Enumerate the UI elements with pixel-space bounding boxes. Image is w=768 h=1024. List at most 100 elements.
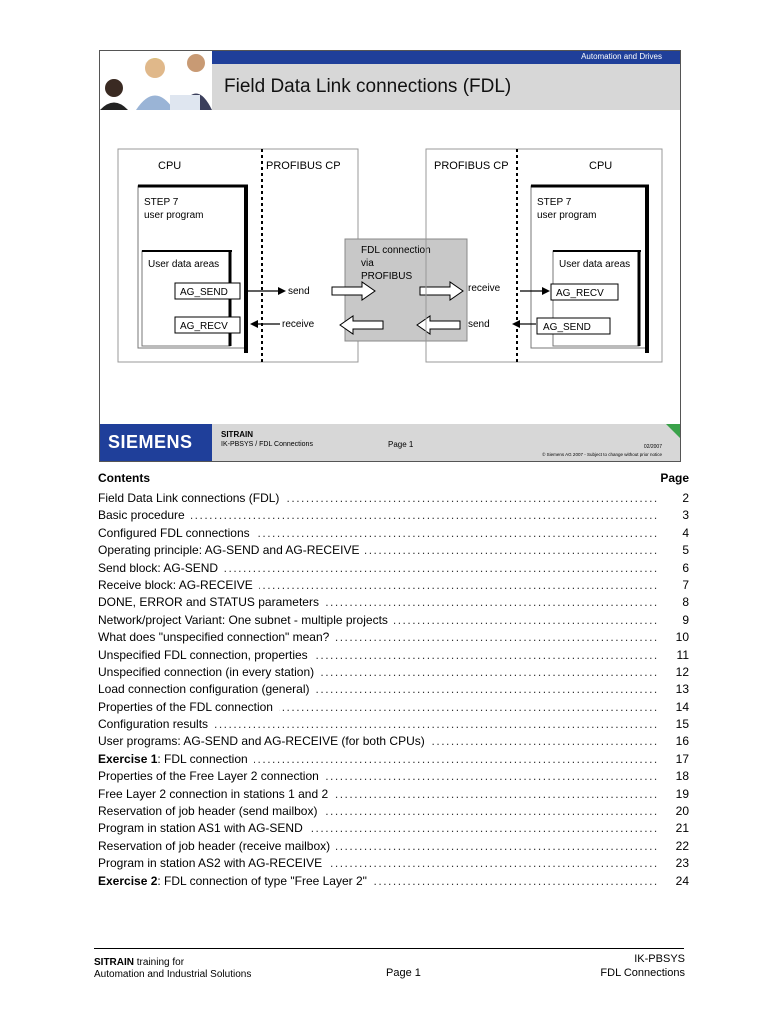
right-step7-line1: STEP 7 xyxy=(537,197,572,208)
toc-entry-page: 7 xyxy=(682,577,689,592)
toc-entry-page: 21 xyxy=(675,821,689,836)
toc-entry-page: 12 xyxy=(675,664,689,679)
toc-leader-dots: ........................................… xyxy=(98,508,659,523)
toc-entry-prefix: Exercise 1 xyxy=(98,751,158,766)
slide-footer-date: 02/2007 xyxy=(643,444,662,450)
toc-entry-page: 8 xyxy=(682,595,689,610)
toc-entry-text: Program in station AS1 with AG-SEND xyxy=(98,821,303,836)
footer-training-line: SITRAIN training for xyxy=(94,957,184,968)
toc-row[interactable]: ........................................… xyxy=(98,751,689,769)
toc-entry-text: : FDL connection xyxy=(157,751,248,766)
toc-entry-text: What does "unspecified connection" mean? xyxy=(98,630,330,645)
toc-row[interactable]: ........................................… xyxy=(98,682,689,699)
hollow-arrow-send-left xyxy=(331,281,376,301)
toc-row[interactable]: ........................................… xyxy=(98,717,689,734)
fdl-diagram: CPU PROFIBUS CP STEP 7 user program User… xyxy=(117,148,663,363)
left-step7-line2: user program xyxy=(144,210,203,221)
contents-heading: Contents xyxy=(98,471,150,485)
toc-row[interactable]: ........................................… xyxy=(98,577,689,595)
toc-entry-page: 9 xyxy=(682,612,689,627)
toc-row[interactable]: ........................................… xyxy=(98,838,689,856)
slide-footer: SIEMENS SITRAIN IK-PBSYS / FDL Connectio… xyxy=(100,424,680,461)
toc-entry-page: 14 xyxy=(675,699,689,714)
toc-row[interactable]: ........................................… xyxy=(98,543,689,560)
right-block-ag-recv xyxy=(550,283,619,301)
toc-entry-page: 17 xyxy=(675,751,689,766)
toc-entry-title: Configuration results xyxy=(98,717,215,732)
top-label: Automation and Drives xyxy=(581,52,662,61)
slide-footer-page: Page 1 xyxy=(388,440,414,449)
fdl-line2: via xyxy=(361,258,374,269)
top-bar: Automation and Drives xyxy=(100,51,680,64)
toc-entry-page: 3 xyxy=(682,508,689,523)
toc-entry-page: 2 xyxy=(682,491,689,505)
toc-row[interactable]: ........................................… xyxy=(98,699,689,717)
right-arrow-send-label: send xyxy=(468,319,490,330)
slide-footer-copyright: © Siemens AG 2007 - Subject to change wi… xyxy=(542,452,662,457)
toc-row[interactable]: ........................................… xyxy=(98,856,689,873)
hollow-arrow-send-right xyxy=(419,281,464,301)
toc-row[interactable]: ........................................… xyxy=(98,647,689,665)
left-block-ag-recv xyxy=(174,316,241,334)
footer-page: Page 1 xyxy=(386,967,421,979)
toc-entry-title: DONE, ERROR and STATUS parameters xyxy=(98,595,325,610)
toc-row[interactable]: ........................................… xyxy=(98,873,689,891)
toc-leader-dots: ........................................… xyxy=(98,560,659,575)
slide-thumbnail: Automation and Drives Field Data Link co… xyxy=(99,50,681,462)
toc-row[interactable]: ........................................… xyxy=(98,734,689,751)
right-cp-label: PROFIBUS CP xyxy=(434,160,509,172)
toc-entry-text: Program in station AS2 with AG-RECEIVE xyxy=(98,856,323,871)
left-cp-label: PROFIBUS CP xyxy=(266,160,341,172)
toc-row[interactable]: ........................................… xyxy=(98,595,689,612)
toc-row[interactable]: ........................................… xyxy=(98,630,689,647)
toc-entry-text: Field Data Link connections (FDL) xyxy=(98,491,280,505)
toc-row[interactable]: ........................................… xyxy=(98,769,689,786)
footer-line2: Automation and Industrial Solutions xyxy=(94,969,252,980)
toc-entry-page: 24 xyxy=(675,873,689,888)
toc-entry-text: Send block: AG-SEND xyxy=(98,560,219,575)
right-cpu-label: CPU xyxy=(589,160,612,172)
toc-entry-title: Reservation of job header (send mailbox) xyxy=(98,804,324,819)
left-block1-label: AG_SEND xyxy=(180,287,228,298)
toc-entry-text: User programs: AG-SEND and AG-RECEIVE (f… xyxy=(98,734,425,749)
toc-entry-title: Unspecified connection (in every station… xyxy=(98,664,321,679)
left-cpu-label: CPU xyxy=(158,160,181,172)
footer-rule xyxy=(94,948,684,949)
toc-row[interactable]: ........................................… xyxy=(98,612,689,630)
siemens-logo: SIEMENS xyxy=(100,424,212,461)
toc-entry-title: Configured FDL connections xyxy=(98,525,256,540)
toc-entry-title: Properties of the Free Layer 2 connectio… xyxy=(98,769,325,784)
right-station-box xyxy=(425,148,663,363)
right-block1-label: AG_RECV xyxy=(556,288,604,299)
slide-footer-course: IK-PBSYS / FDL Connections xyxy=(221,441,313,448)
toc-entry-text: : FDL connection of type "Free Layer 2" xyxy=(157,873,367,888)
toc-entry-text: Properties of the Free Layer 2 connectio… xyxy=(98,769,319,784)
toc-entry-page: 4 xyxy=(682,525,689,540)
toc-entry-title: Operating principle: AG-SEND and AG-RECE… xyxy=(98,543,366,558)
toc-entry-title: What does "unspecified connection" mean? xyxy=(98,630,336,645)
title-bar: Field Data Link connections (FDL) xyxy=(212,64,680,110)
toc-entry-text: Unspecified FDL connection, properties xyxy=(98,647,308,662)
toc-row[interactable]: ........................................… xyxy=(98,508,689,525)
toc-entry-text: Receive block: AG-RECEIVE xyxy=(98,577,253,592)
toc-row[interactable]: ........................................… xyxy=(98,525,689,543)
toc-entry-page: 16 xyxy=(675,734,689,749)
right-step7-line2: user program xyxy=(537,210,596,221)
left-step7-line1: STEP 7 xyxy=(144,197,179,208)
toc-entry-text: Reservation of job header (receive mailb… xyxy=(98,838,331,853)
toc-entry-text: Network/project Variant: One subnet - mu… xyxy=(98,612,388,627)
toc-entry-page: 11 xyxy=(676,647,689,662)
toc-entry-text: DONE, ERROR and STATUS parameters xyxy=(98,595,319,610)
toc-row[interactable]: ........................................… xyxy=(98,821,689,838)
toc-row[interactable]: ........................................… xyxy=(98,491,689,508)
toc-row[interactable]: ........................................… xyxy=(98,786,689,804)
toc-row[interactable]: ........................................… xyxy=(98,560,689,578)
toc-entry-page: 15 xyxy=(675,717,689,732)
toc-entry-page: 5 xyxy=(682,543,689,558)
toc-row[interactable]: ........................................… xyxy=(98,804,689,821)
toc-row[interactable]: ........................................… xyxy=(98,664,689,682)
corner-triangle xyxy=(666,424,680,438)
fdl-line3: PROFIBUS xyxy=(361,271,412,282)
toc-entry-page: 18 xyxy=(675,769,689,784)
left-block2-label: AG_RECV xyxy=(180,321,228,332)
